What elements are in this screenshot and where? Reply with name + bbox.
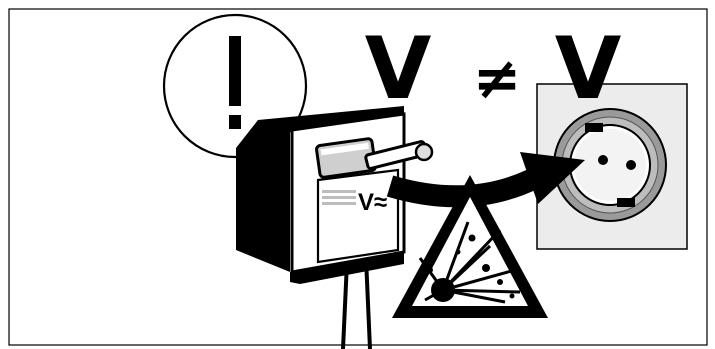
power-adapter-icon — [236, 106, 404, 349]
adapter-rating-label: V≈ — [358, 189, 387, 216]
left-voltage-symbol: V — [365, 19, 432, 119]
not-equal-sign: ≠ — [473, 44, 522, 112]
right-voltage-symbol: V — [555, 19, 622, 119]
